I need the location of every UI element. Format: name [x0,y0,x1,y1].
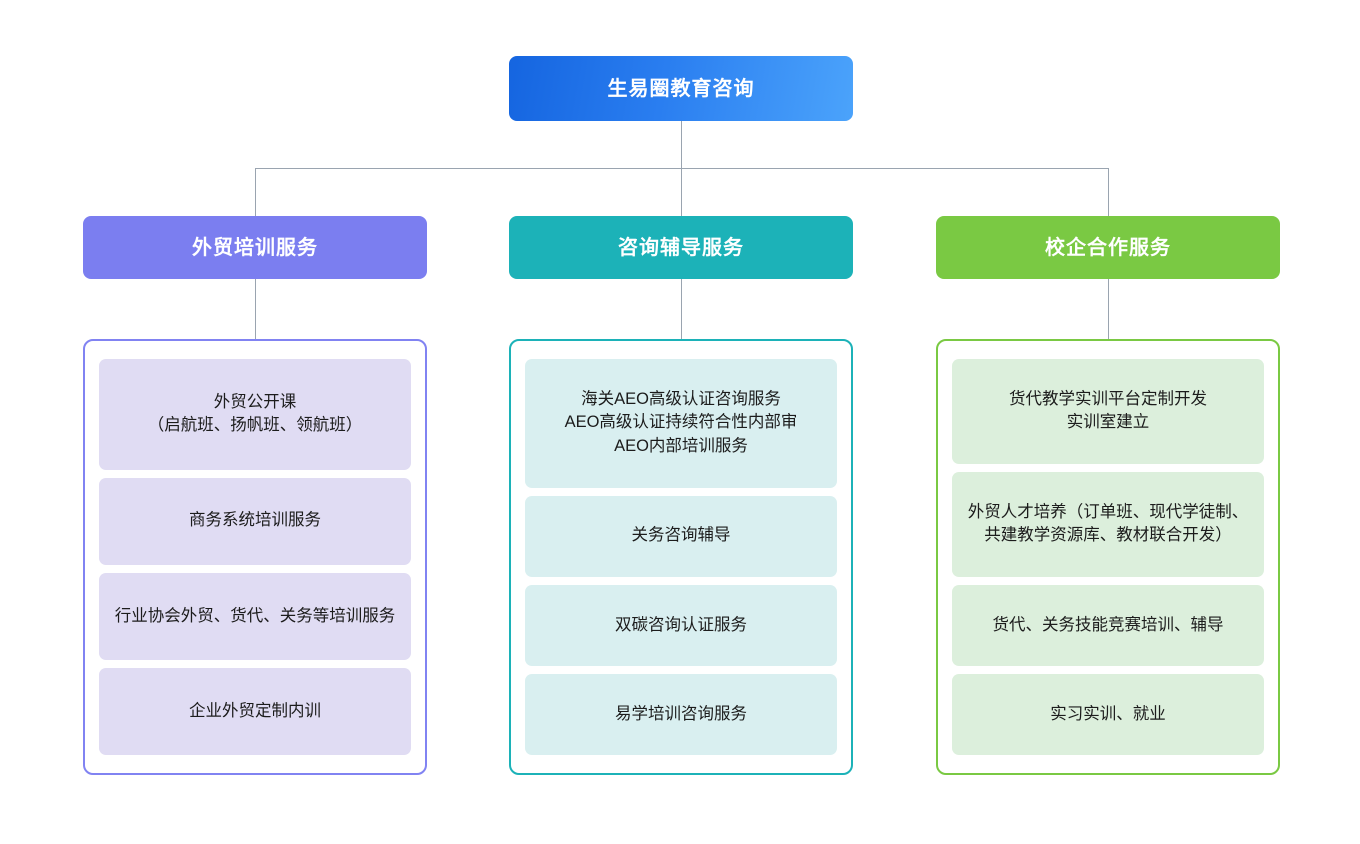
service-card-label: 外贸公开课 （启航班、扬帆班、领航班） [147,392,363,435]
service-card-label: 双碳咨询认证服务 [615,615,747,634]
service-card-label: 实习实训、就业 [1050,704,1166,723]
service-card-label: 商务系统培训服务 [189,511,321,530]
branch-header-school-enterprise-cooperation[interactable]: 校企合作服务 [936,216,1280,279]
service-card[interactable]: 易学培训咨询服务 [525,673,837,756]
service-card[interactable]: 关务咨询辅导 [525,495,837,577]
service-card-label: 外贸人才培养（订单班、现代学徒制、共建教学资源库、教材联合开发） [967,502,1249,545]
branch-header-label: 校企合作服务 [1045,236,1171,259]
service-card[interactable]: 实习实训、就业 [952,673,1264,756]
service-card[interactable]: 货代、关务技能竞赛培训、辅导 [952,584,1264,666]
service-card-label: 货代教学实训平台定制开发 实训室建立 [1009,389,1207,432]
branch-header-consulting-coaching[interactable]: 咨询辅导服务 [509,216,853,279]
root-node[interactable]: 生易圈教育咨询 [509,56,853,121]
service-card-label: 关务咨询辅导 [631,526,731,545]
service-card-label: 易学培训咨询服务 [615,704,747,723]
connector-branch1-to-container [255,279,256,339]
connector-root-vertical [681,121,682,149]
branch-header-label: 外贸培训服务 [192,236,318,259]
service-card[interactable]: 海关AEO高级认证咨询服务 AEO高级认证持续符合性内部审 AEO内部培训服务 [525,359,837,488]
branch-container-consulting-coaching: 海关AEO高级认证咨询服务 AEO高级认证持续符合性内部审 AEO内部培训服务 … [509,339,853,775]
service-card[interactable]: 双碳咨询认证服务 [525,584,837,666]
branch-header-foreign-trade-training[interactable]: 外贸培训服务 [83,216,427,279]
branch-header-label: 咨询辅导服务 [618,236,744,259]
connector-branch3-drop [1108,168,1109,216]
branch-container-foreign-trade-training: 外贸公开课 （启航班、扬帆班、领航班） 商务系统培训服务 行业协会外贸、货代、关… [83,339,427,775]
connector-branch2-to-container [681,279,682,339]
connector-branch3-to-container [1108,279,1109,339]
service-card-label: 企业外贸定制内训 [189,701,321,720]
service-card[interactable]: 外贸人才培养（订单班、现代学徒制、共建教学资源库、教材联合开发） [952,471,1264,577]
branch-container-school-enterprise-cooperation: 货代教学实训平台定制开发 实训室建立 外贸人才培养（订单班、现代学徒制、共建教学… [936,339,1280,775]
service-card-label: 海关AEO高级认证咨询服务 AEO高级认证持续符合性内部审 AEO内部培训服务 [564,389,798,456]
service-card[interactable]: 货代教学实训平台定制开发 实训室建立 [952,359,1264,464]
service-card[interactable]: 商务系统培训服务 [99,477,411,565]
service-card-label: 货代、关务技能竞赛培训、辅导 [992,615,1224,634]
service-card[interactable]: 行业协会外贸、货代、关务等培训服务 [99,572,411,660]
root-node-label: 生易圈教育咨询 [607,77,755,100]
connector-root-drop [681,149,682,216]
connector-branch1-drop [255,168,256,216]
service-card-label: 行业协会外贸、货代、关务等培训服务 [114,606,396,625]
service-card[interactable]: 外贸公开课 （启航班、扬帆班、领航班） [99,359,411,470]
service-card[interactable]: 企业外贸定制内训 [99,667,411,755]
